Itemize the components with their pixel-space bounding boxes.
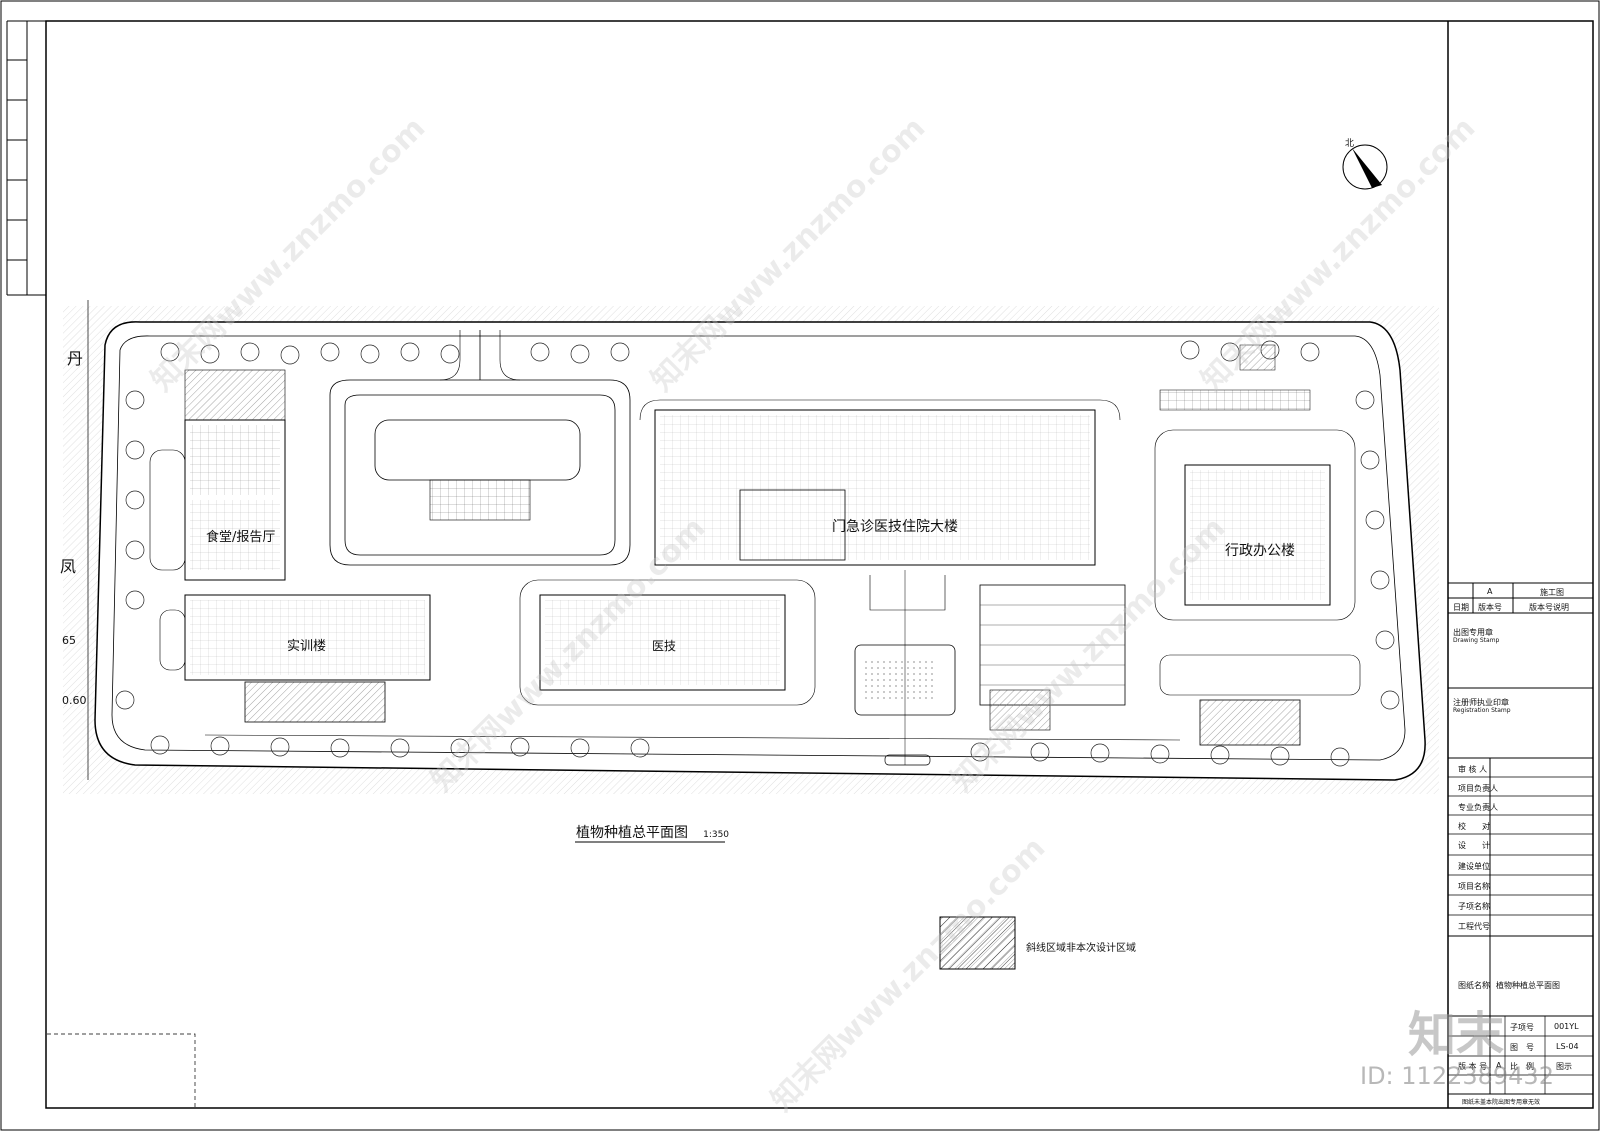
tb-drawing-no-label: 图 号 bbox=[1510, 1043, 1534, 1052]
building-admin-label: 行政办公楼 bbox=[1225, 543, 1295, 559]
tb-row-discipline-lead: 专业负责人 bbox=[1458, 803, 1498, 812]
drawing-title-text: 植物种植总平面图 bbox=[576, 825, 688, 841]
street-label-top: 丹 bbox=[67, 349, 84, 368]
tb-stage-code: A bbox=[1487, 587, 1493, 596]
tb-version-no: 版本号 bbox=[1478, 603, 1502, 612]
tb-row-project-lead: 项目负责人 bbox=[1458, 784, 1498, 793]
tb-drawing-name-label: 图纸名称 bbox=[1458, 981, 1490, 990]
tb-stamp-en: Drawing Stamp bbox=[1453, 637, 1500, 644]
drawing-title: 植物种植总平面图 1:350 bbox=[576, 822, 729, 842]
tb-ver-value: A bbox=[1496, 1061, 1502, 1070]
watermark-id: ID: 1122389432 bbox=[1360, 1062, 1554, 1090]
tb-subitem-label: 子项号 bbox=[1510, 1023, 1534, 1032]
tb-date: 日期 bbox=[1453, 603, 1469, 612]
tb-row-subitem-name: 子项名称 bbox=[1458, 902, 1490, 911]
tb-reg-cn: 注册师执业印章 bbox=[1453, 698, 1509, 707]
building-clinic-label: 医技 bbox=[652, 639, 677, 653]
tb-scale-value: 图示 bbox=[1556, 1062, 1572, 1071]
drawing-title-scale: 1:350 bbox=[703, 830, 730, 840]
elevation-label-1: 65 bbox=[62, 634, 76, 647]
tb-ver-label: 版 本 号 bbox=[1458, 1062, 1488, 1071]
tb-row-checker: 校 对 bbox=[1458, 822, 1490, 831]
tb-drawing-name: 植物种植总平面图 bbox=[1496, 981, 1560, 990]
tb-row-project-name: 项目名称 bbox=[1458, 882, 1490, 891]
tb-scale-label: 比 例 bbox=[1510, 1062, 1534, 1071]
watermark-brand: 知末 bbox=[1408, 1007, 1505, 1063]
north-label: 北 bbox=[1345, 139, 1355, 149]
tb-drawing-no: LS-04 bbox=[1556, 1042, 1579, 1051]
tb-reg-en: Registration Stamp bbox=[1453, 707, 1511, 714]
tb-row-project-code: 工程代号 bbox=[1458, 922, 1490, 931]
legend-text: 斜线区域非本次设计区域 bbox=[1026, 943, 1136, 954]
tb-row-designer: 设 计 bbox=[1458, 841, 1490, 850]
building-training-label: 实训楼 bbox=[287, 639, 327, 654]
tb-footer: 图纸未盖本院出图专用章无效 bbox=[1462, 1099, 1541, 1106]
tb-row-client: 建设单位 bbox=[1458, 862, 1490, 871]
tb-version-desc: 版本号说明 bbox=[1529, 603, 1569, 612]
elevation-label-2: 0.60 bbox=[62, 694, 87, 707]
building-canteen-label: 食堂/报告厅 bbox=[206, 530, 276, 545]
tb-stamp-cn: 出图专用章 bbox=[1453, 628, 1493, 637]
tb-subitem-value: 001YL bbox=[1554, 1022, 1579, 1031]
tb-stage: 施工图 bbox=[1540, 588, 1564, 597]
street-label-mid: 凤 bbox=[60, 557, 77, 576]
building-main-label: 门急诊医技住院大楼 bbox=[832, 519, 958, 535]
tb-row-reviewer: 审 核 人 bbox=[1458, 765, 1488, 774]
